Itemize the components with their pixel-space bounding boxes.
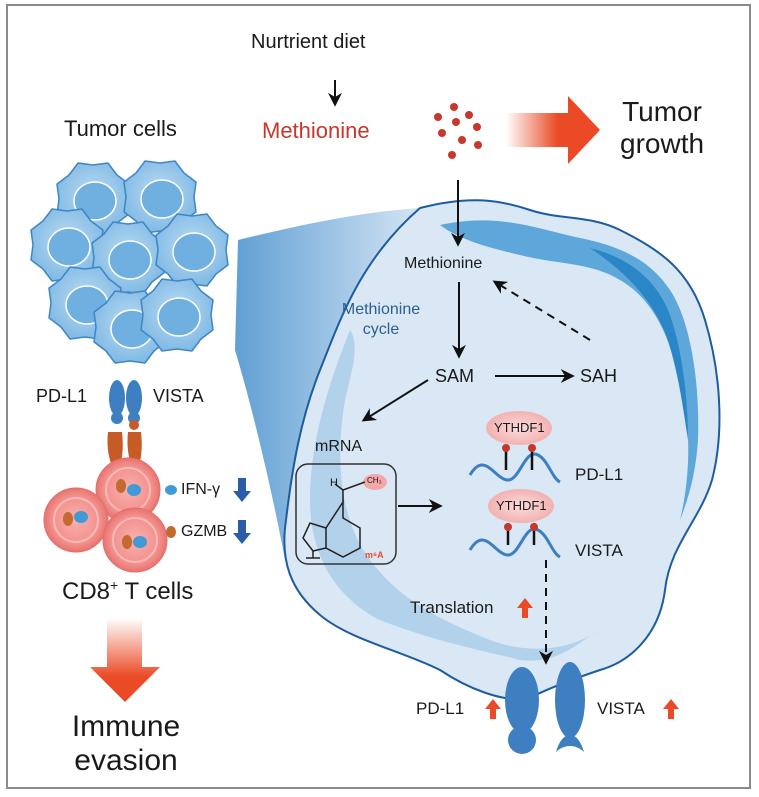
sah-label: SAH: [580, 366, 618, 386]
pd-l1-mrna: [468, 411, 561, 484]
methionine-cycle-label: Methionine cycle: [333, 302, 429, 338]
cd8-suffix: T cells: [118, 578, 194, 605]
tumor-cell: [140, 278, 214, 352]
methionine-inner-label: Methionine: [404, 255, 483, 272]
methionine-molecules: [434, 103, 482, 159]
immune-line1: Immune: [71, 710, 181, 743]
ifn-granule-icon: [165, 485, 177, 495]
sah-to-met-arrow: [492, 280, 591, 341]
h-label: H: [330, 477, 338, 489]
surface-vista-receptor: [555, 662, 585, 752]
t-cell-1: [95, 457, 161, 523]
tumor-growth-arrow: [506, 96, 600, 164]
methionine-label: Methionine: [262, 118, 370, 143]
vista-mrna-label: VISTA: [575, 541, 623, 560]
gzmb-down-arrow-icon: [233, 520, 251, 544]
translation-up-arrow-icon: [517, 598, 533, 618]
immune-line2: evasion: [74, 744, 178, 777]
t-cell-2: [43, 487, 109, 553]
pd-l1-mrna-label: PD-L1: [575, 465, 624, 484]
cd8-sup: +: [110, 577, 119, 593]
tumor-growth-line1: Tumor: [622, 96, 702, 127]
immune-evasion-arrow: [90, 618, 160, 702]
ythdf1-protein-2: [488, 489, 554, 523]
ythdf1-label-2: YTHDF1: [496, 498, 547, 513]
vista-left-label: VISTA: [153, 386, 204, 406]
pd-l1-surface-label: PD-L1: [416, 699, 465, 718]
ch3-label: CH₃: [367, 476, 382, 485]
m6a-label: m⁶A: [365, 550, 384, 560]
tumor-cells-label: Tumor cells: [64, 116, 177, 141]
cd8-t-cells-label: CD8+ T cells: [62, 578, 193, 604]
gzmb-label: GZMB: [181, 523, 228, 540]
tumor-cell: [91, 221, 165, 295]
pd-l1-left-label: PD-L1: [36, 386, 88, 406]
t-cell-3: [102, 507, 168, 573]
tumor-cell: [155, 213, 229, 287]
m6a-structure-box: [295, 463, 397, 565]
sam-label: SAM: [435, 366, 475, 386]
translation-label: Translation: [410, 598, 494, 617]
ythdf1-protein-1: [486, 411, 552, 445]
nutrient-diet-label: Nurtrient diet: [251, 31, 366, 53]
mrna-label: mRNA: [315, 438, 363, 455]
cycle-line1: Methionine: [341, 301, 421, 318]
gzmb-granule-icon: [166, 526, 176, 538]
surface-pd-l1-receptor: [505, 667, 539, 754]
cycle-line2: cycle: [362, 321, 400, 338]
tumor-growth-label: Tumor growth: [620, 98, 704, 158]
cd8-prefix: CD8: [62, 578, 111, 605]
immune-evasion-label: Immune evasion: [70, 712, 182, 776]
ythdf1-label-1: YTHDF1: [494, 420, 545, 435]
pd-l1-up-arrow-icon: [485, 699, 501, 719]
sam-to-mrna-arrow: [361, 379, 429, 422]
vista-mrna: [468, 489, 561, 559]
ifn-down-arrow-icon: [233, 478, 251, 502]
zoomed-tumor-cell: [283, 199, 721, 702]
tumor-cell-cluster: [30, 160, 229, 364]
ifn-gamma-label: IFN-γ: [181, 481, 221, 498]
tumor-growth-line2: growth: [620, 128, 705, 159]
vista-surface-label: VISTA: [597, 699, 645, 718]
vista-up-arrow-icon: [663, 699, 679, 719]
